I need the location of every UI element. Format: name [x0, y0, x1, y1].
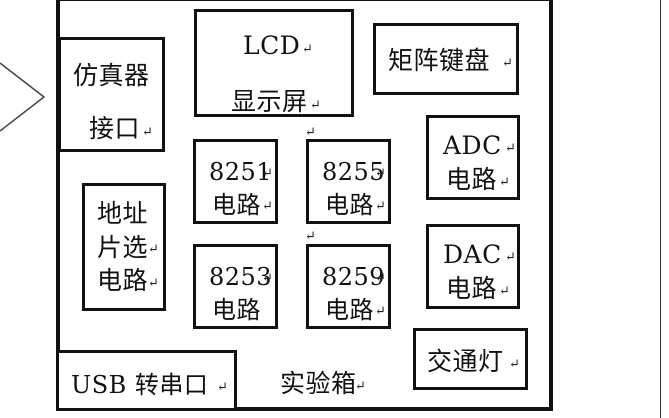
- line-break-marker: ↵: [302, 42, 313, 57]
- line-break-marker: ↵: [499, 284, 510, 299]
- incoming-arrow-icon: [0, 62, 46, 132]
- line-break-marker: ↵: [375, 166, 386, 181]
- chip-8251-number: 8251: [209, 158, 273, 186]
- line-break-marker: ↵: [142, 125, 153, 140]
- line-break-marker: ↵: [310, 98, 321, 113]
- chip-8251-box: 8251 ↵ 电路 ↵: [193, 139, 278, 224]
- chip-8253-box: 8253 ↵ 电路: [193, 244, 278, 329]
- line-break-marker: ↵: [262, 166, 273, 181]
- lcd-label: LCD: [243, 31, 301, 60]
- line-break-marker: ↵: [355, 379, 366, 394]
- experiment-box-label: 实验箱: [280, 369, 357, 398]
- adc-box: ADC ↵ 电路 ↵: [426, 115, 520, 200]
- traffic-light-box: 交通灯 ↵: [413, 328, 528, 390]
- experiment-box-outline: [56, 0, 553, 411]
- line-break-marker: ↵: [375, 271, 386, 286]
- address-chip-select-box: 地址 片选 ↵ 电路 ↵: [82, 183, 166, 311]
- traffic-light-label: 交通灯: [427, 347, 504, 376]
- chip-8259-box: 8259 ↵ 电路 ↵: [306, 244, 391, 329]
- chip-8255-circuit: 电路: [325, 191, 374, 219]
- dac-box: DAC ↵ 电路 ↵: [426, 224, 520, 309]
- emulator-interface-box: 仿真器 接口 ↵: [58, 37, 165, 152]
- line-break-marker: ↵: [502, 56, 513, 71]
- line-break-marker: ↵: [305, 229, 316, 244]
- matrix-keyboard-label: 矩阵键盘: [388, 46, 491, 75]
- line-break-marker: ↵: [505, 141, 516, 156]
- line-break-marker: ↵: [375, 199, 386, 214]
- line-break-marker: ↵: [262, 271, 273, 286]
- adc-label: ADC: [443, 131, 502, 160]
- line-break-marker: ↵: [262, 199, 273, 214]
- line-break-marker: ↵: [509, 357, 520, 372]
- chip-8255-number: 8255: [322, 158, 386, 186]
- usb-serial-box: USB 转串口 ↵: [56, 350, 237, 411]
- lcd-display-box: LCD ↵ 显示屏 ↵: [194, 9, 354, 117]
- chip-8259-circuit: 电路: [325, 296, 374, 324]
- adc-circuit: 电路: [446, 165, 498, 194]
- chip-8251-circuit: 电路: [212, 191, 261, 219]
- chip-8255-box: 8255 ↵ 电路 ↵: [306, 139, 391, 224]
- address-select-line-3: 电路: [97, 266, 149, 295]
- chip-8253-circuit: 电路: [212, 296, 261, 324]
- line-break-marker: ↵: [148, 242, 159, 257]
- matrix-keyboard-box: 矩阵键盘 ↵: [373, 23, 519, 95]
- address-select-line-2: 片选: [97, 233, 149, 262]
- line-break-marker: ↵: [148, 276, 159, 291]
- right-divider-line: [660, 0, 661, 418]
- emulator-interface-line-1: 仿真器: [73, 61, 150, 90]
- line-break-marker: ↵: [505, 250, 516, 265]
- address-select-line-1: 地址: [97, 199, 149, 228]
- chip-8253-number: 8253: [209, 263, 273, 291]
- line-break-marker: ↵: [305, 125, 316, 140]
- dac-circuit: 电路: [446, 274, 498, 303]
- line-break-marker: ↵: [375, 304, 386, 319]
- emulator-interface-line-2: 接口: [89, 114, 141, 143]
- chip-8259-number: 8259: [322, 263, 386, 291]
- usb-serial-label: USB 转串口: [71, 371, 209, 399]
- line-break-marker: ↵: [217, 380, 228, 395]
- line-break-marker: ↵: [499, 175, 510, 190]
- lcd-display-label: 显示屏: [231, 87, 308, 116]
- dac-label: DAC: [443, 240, 502, 269]
